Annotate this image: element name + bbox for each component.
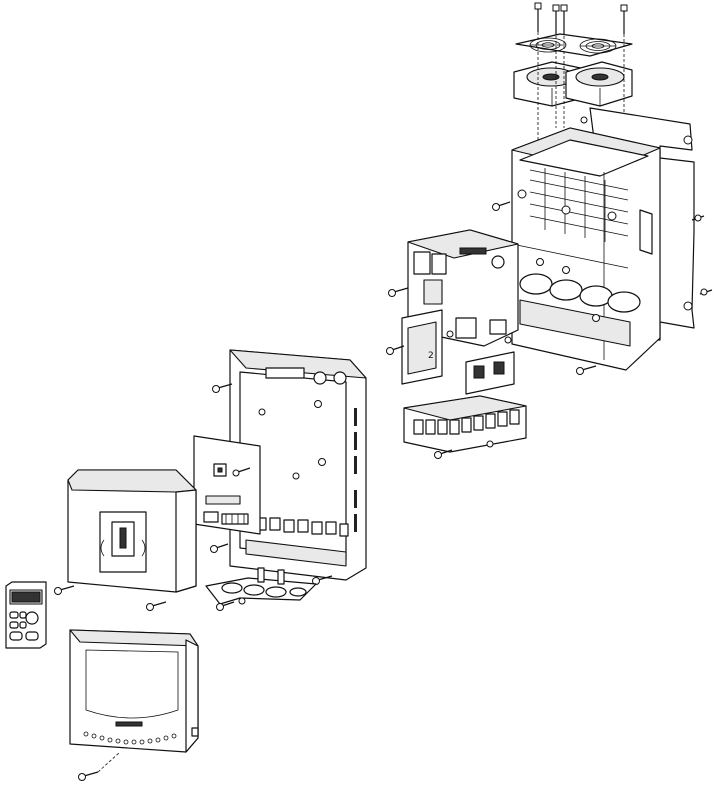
cooling-fan-assembly — [513, 2, 633, 150]
housing-slot-grid — [529, 168, 629, 242]
fan-screw — [534, 2, 542, 32]
middle-chassis — [212, 349, 367, 585]
fan-icon — [565, 61, 633, 107]
chassis-terminal-row — [255, 517, 349, 537]
fan-grille — [515, 33, 633, 57]
bottom-cover — [69, 629, 199, 781]
keypad-icon — [5, 581, 47, 649]
terminal-icon — [413, 409, 520, 435]
side-vent — [354, 408, 357, 532]
front-cover — [54, 469, 197, 611]
power-board: 2 — [386, 229, 519, 395]
terminal-block — [403, 395, 527, 459]
cover-vent-dots — [83, 731, 177, 745]
power-board-screw — [386, 287, 512, 355]
cable-gland-plate — [205, 567, 317, 611]
fan-screw — [552, 4, 560, 36]
board-mark-label: 2 — [428, 351, 434, 361]
fan-screw — [620, 4, 628, 34]
control-board-screw — [210, 467, 251, 553]
capacitor-bank — [519, 273, 641, 347]
housing-screw — [517, 189, 617, 322]
fan-screw — [560, 4, 568, 36]
terminal-screw — [434, 440, 494, 459]
bottom-cover-screw — [78, 751, 121, 781]
control-board — [193, 435, 261, 553]
chassis-screw — [212, 383, 333, 585]
heatsink-housing — [490, 107, 713, 375]
plate-screw — [216, 597, 246, 611]
front-cover-screw — [54, 585, 167, 611]
